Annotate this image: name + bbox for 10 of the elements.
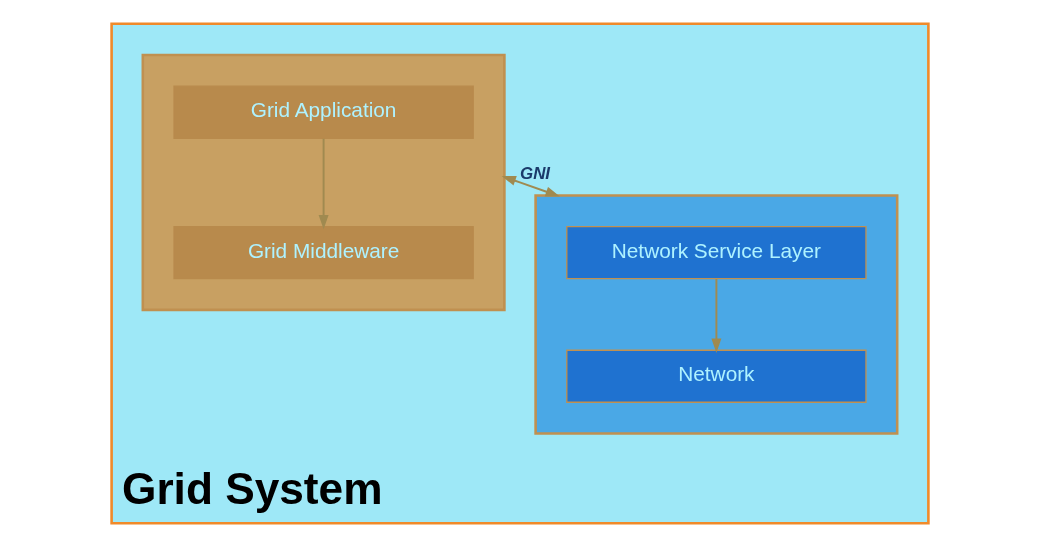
node-box: Network Service Layer <box>566 226 867 280</box>
arrow <box>318 137 329 230</box>
cluster <box>534 194 899 435</box>
edge-label: GNI <box>520 164 551 184</box>
arrow <box>501 176 560 197</box>
node-box: Network <box>566 349 867 403</box>
cluster <box>141 53 506 312</box>
node-box: Grid Middleware <box>173 226 474 280</box>
node-box: Grid Application <box>173 85 474 139</box>
arrow <box>711 278 722 353</box>
